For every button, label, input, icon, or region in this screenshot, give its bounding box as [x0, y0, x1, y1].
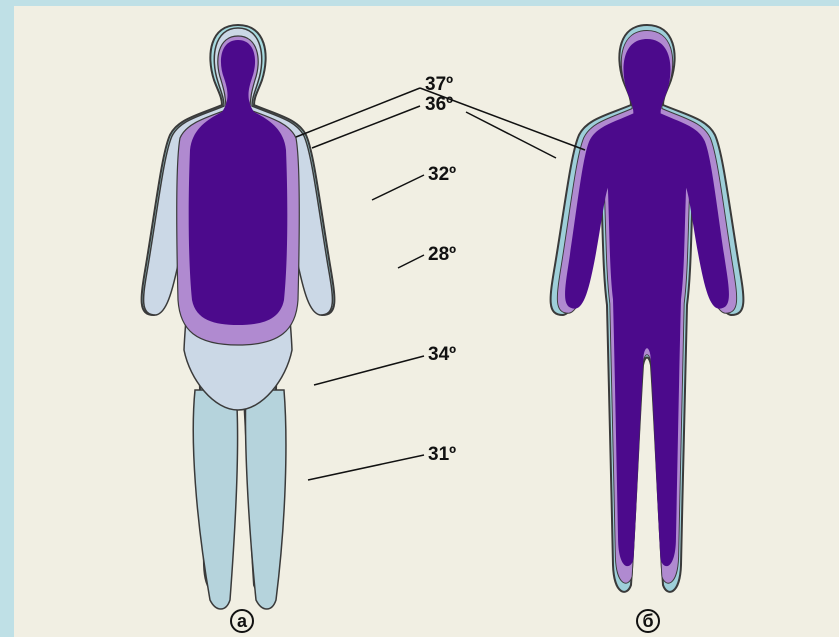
- figure-a-core-37: [189, 40, 288, 325]
- label-37: 37º: [425, 74, 453, 95]
- leader-36-a: [312, 106, 420, 148]
- figure-a-left-leg-zone: [193, 390, 237, 609]
- figure-a: [142, 25, 335, 609]
- label-31: 31º: [428, 444, 456, 465]
- figure-b: [551, 25, 744, 592]
- leader-34: [314, 356, 424, 385]
- label-32: 32º: [428, 164, 456, 185]
- label-36: 36º: [425, 94, 453, 115]
- label-28: 28º: [428, 244, 456, 265]
- leader-lines: [296, 88, 585, 480]
- leader-28: [398, 255, 424, 268]
- leader-32: [372, 175, 424, 200]
- figure-a-right-leg-zone: [245, 390, 285, 609]
- leader-31: [308, 455, 424, 480]
- caption-a: а: [237, 611, 248, 631]
- leader-36-b: [466, 112, 556, 158]
- label-34: 34º: [428, 344, 456, 365]
- caption-b: б: [642, 611, 653, 631]
- figure-b-core: [565, 39, 729, 566]
